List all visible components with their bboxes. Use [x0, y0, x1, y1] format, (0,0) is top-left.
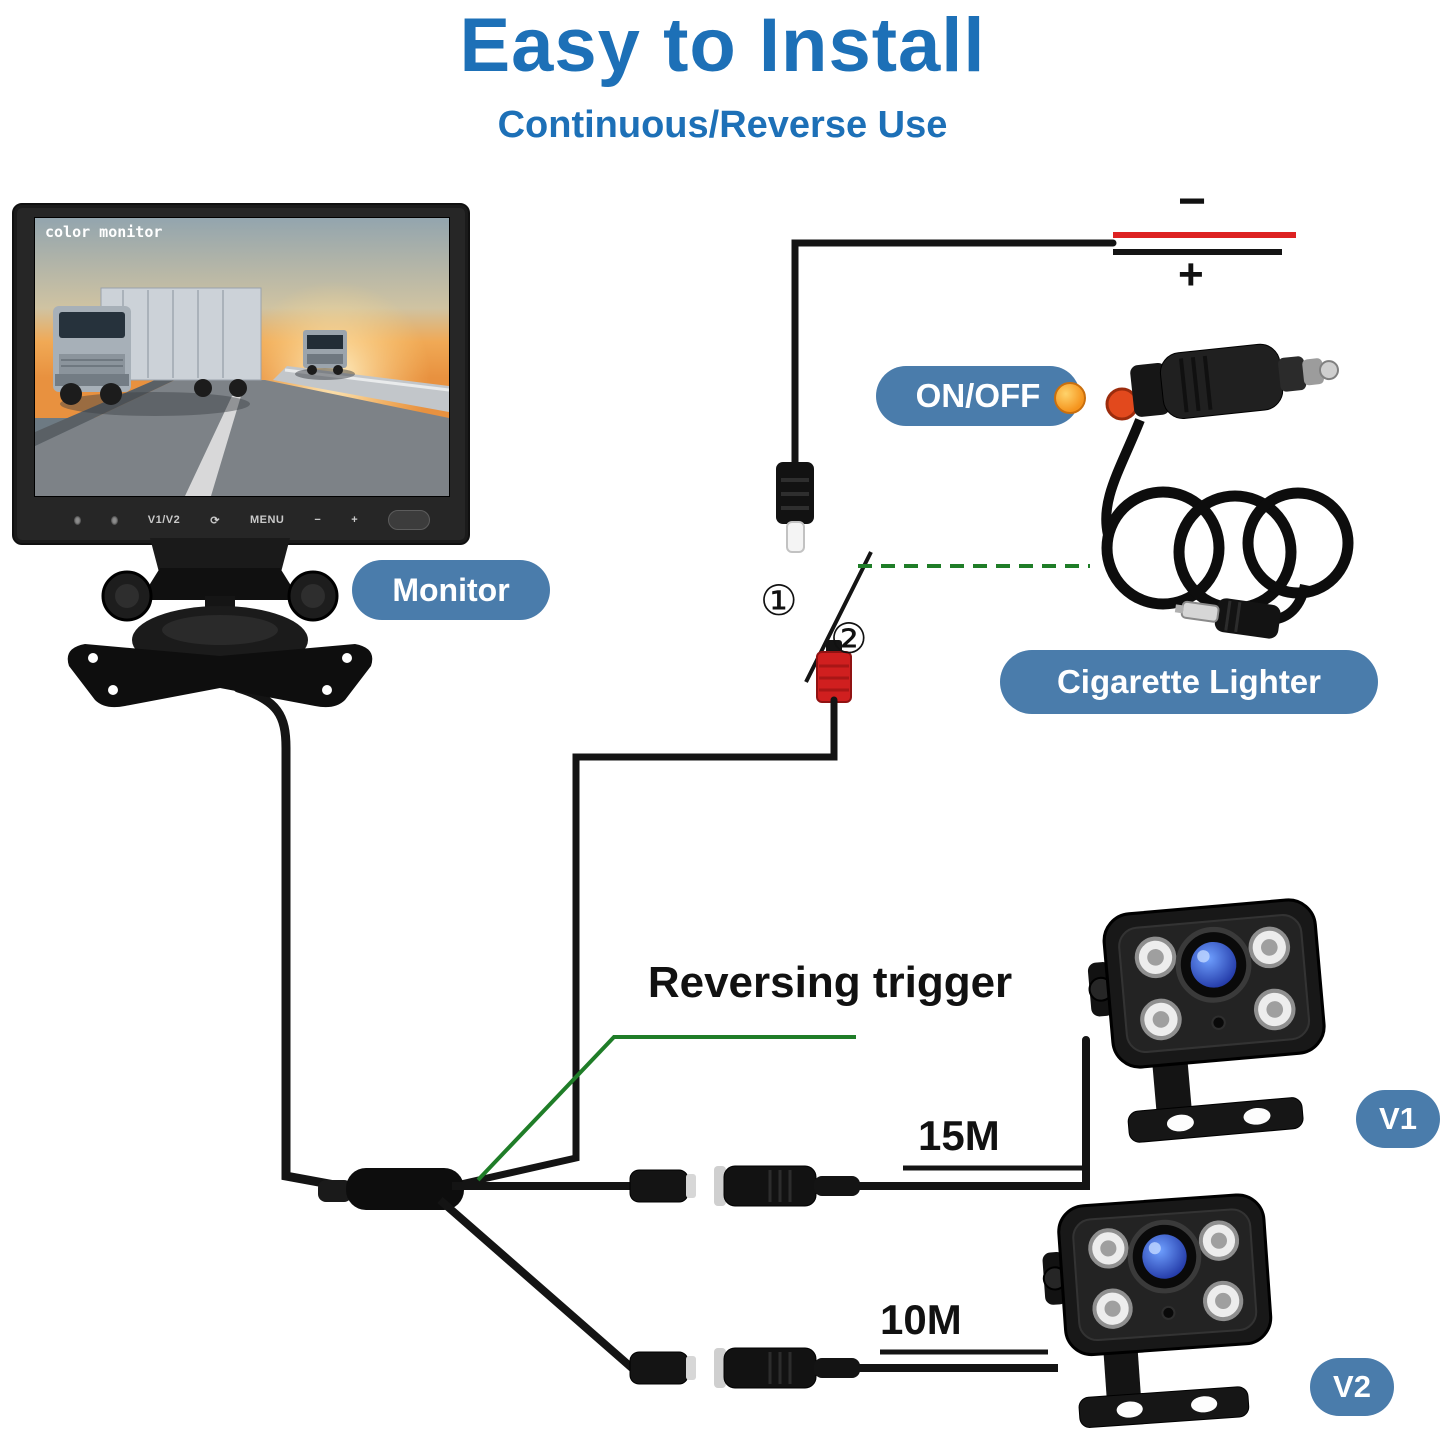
page-subtitle: Continuous/Reverse Use [497, 104, 948, 146]
rca-cable [448, 696, 838, 1190]
monitor-cable [233, 683, 367, 1195]
indicator-dot-icon [1054, 382, 1086, 414]
dc-plug-graphic [776, 462, 814, 553]
monitor-button-bar: V1/V2 ⟳ MENU − + [38, 505, 444, 535]
monitor-bracket-graphic [67, 538, 373, 708]
button-plus: + [351, 514, 359, 526]
button-menu: MENU [249, 514, 285, 526]
v1-badge: V1 [1356, 1090, 1440, 1148]
screen-label: color monitor [45, 223, 163, 241]
small-truck [295, 330, 355, 380]
v1-cable-length-label: 15M [918, 1112, 1000, 1159]
power-led-icon [74, 515, 81, 525]
cable-junction-graphic [318, 1168, 464, 1210]
loop-icon: ⟳ [210, 514, 220, 527]
v1-connector-pair [629, 1165, 860, 1207]
camera-v1-graphic [1087, 898, 1326, 1143]
step-2-marker: ② [830, 615, 868, 662]
minus-polarity-label: − [1178, 175, 1207, 228]
cigarette-lighter-graphic [1101, 343, 1354, 639]
on-off-text: ON/OFF [915, 377, 1041, 414]
v2-connector-pair [629, 1347, 860, 1389]
reversing-trigger-wire [476, 1035, 856, 1182]
v2-badge: V2 [1310, 1358, 1394, 1416]
monitor-label-pill: Monitor [352, 560, 550, 620]
screen-scene [35, 218, 449, 496]
button-minus: − [314, 514, 322, 526]
button-v1v2: V1/V2 [147, 514, 181, 526]
step-1-marker: ① [760, 577, 798, 624]
power-wire [791, 239, 1117, 474]
big-truck [53, 287, 262, 405]
status-led-icon [110, 515, 118, 525]
v2-cable-length-label: 10M [880, 1296, 962, 1343]
on-off-label-pill: ON/OFF [876, 366, 1086, 426]
power-button [388, 510, 431, 530]
camera-v2-graphic [1042, 1193, 1273, 1428]
cigarette-lighter-label-pill: Cigarette Lighter [1000, 650, 1378, 714]
monitor-screen: color monitor [34, 217, 450, 497]
v2-wire-left [437, 1196, 635, 1372]
page-title: Easy to Install [459, 3, 986, 88]
reversing-trigger-label: Reversing trigger [647, 958, 1013, 1007]
plus-polarity-label: + [1178, 250, 1204, 299]
monitor-graphic: color monitor V1/V2 ⟳ MENU − + [12, 203, 470, 545]
